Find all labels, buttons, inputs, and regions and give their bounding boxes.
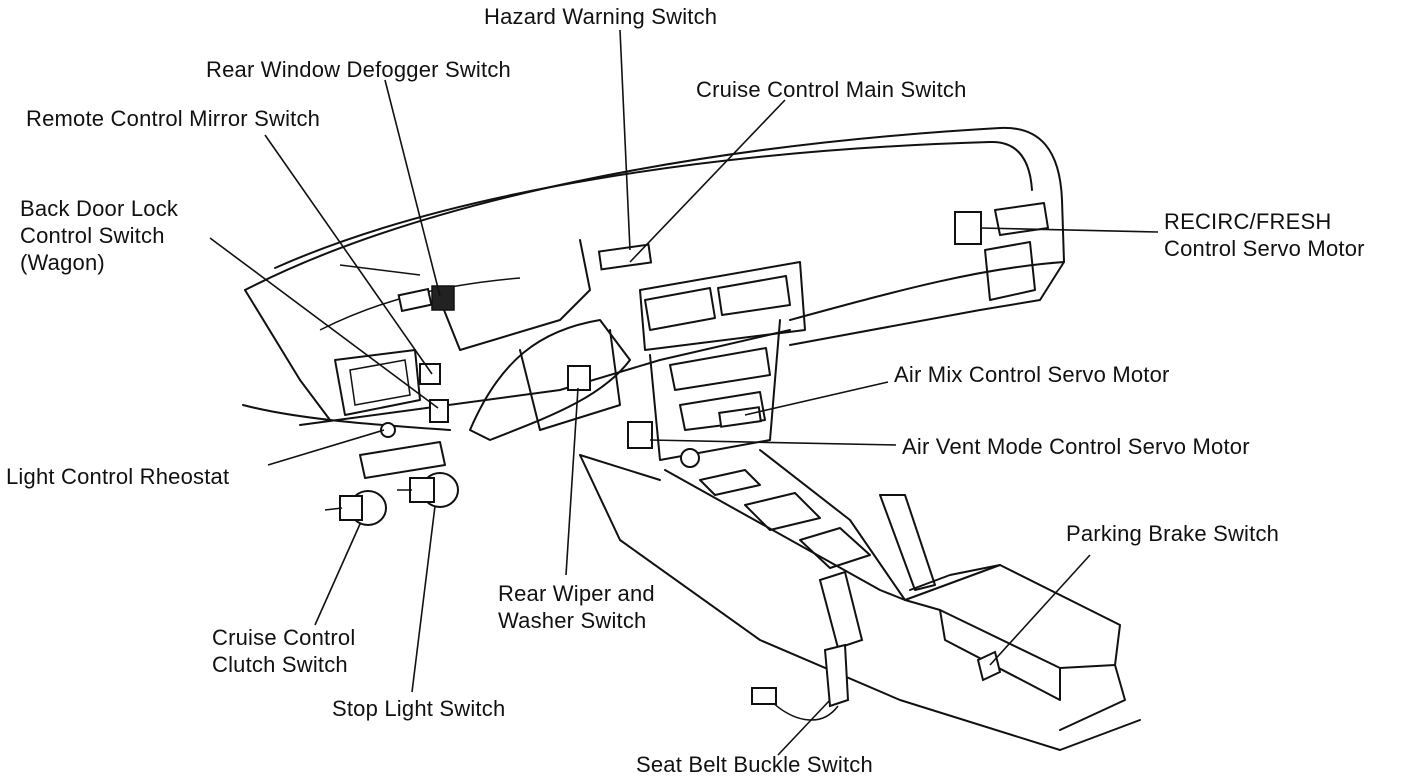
air-vent-servo-part bbox=[627, 421, 653, 449]
label-light-control-rheostat: Light Control Rheostat bbox=[6, 464, 230, 489]
mirror-switch-part bbox=[419, 363, 441, 385]
cruise-clutch-body bbox=[339, 495, 363, 521]
rear-wiper-switch-part bbox=[567, 365, 591, 391]
label-hazard-warning-switch: Hazard Warning Switch bbox=[484, 4, 718, 29]
label-air-vent-mode-control-servo-motor: Air Vent Mode Control Servo Motor bbox=[902, 434, 1250, 459]
recirc-servo-part bbox=[954, 211, 982, 245]
label-back-door-line-1: Back Door Lock bbox=[20, 196, 179, 221]
leader-air-mix bbox=[744, 381, 889, 416]
leader-rear-wiper bbox=[565, 387, 579, 576]
label-remote-control-mirror-switch: Remote Control Mirror Switch bbox=[26, 106, 321, 131]
switch-parts bbox=[324, 211, 1002, 721]
label-cruise-control-clutch-switch: Cruise Control Clutch Switch bbox=[212, 624, 355, 678]
seat-belt-buckle-part bbox=[818, 570, 864, 650]
label-cruise-clutch-line-1: Cruise Control bbox=[212, 625, 356, 650]
label-rear-wiper-washer-switch: Rear Wiper and Washer Switch bbox=[498, 580, 655, 634]
leader-rheostat bbox=[267, 429, 385, 466]
leader-mirror bbox=[264, 134, 433, 375]
leader-cruise-clutch bbox=[314, 523, 361, 626]
seat-belt-connector bbox=[751, 687, 777, 705]
label-cruise-control-main-switch: Cruise Control Main Switch bbox=[696, 77, 967, 102]
label-back-door-line-2: Control Switch bbox=[20, 223, 165, 248]
leader-lines bbox=[209, 29, 1159, 756]
label-cruise-clutch-line-2: Clutch Switch bbox=[212, 652, 348, 677]
hazard-switch-part bbox=[597, 243, 653, 271]
leader-cruise-main bbox=[629, 99, 786, 263]
label-recirc-fresh-servo-motor: RECIRC/FRESH Control Servo Motor bbox=[1164, 208, 1365, 262]
label-stop-light-switch: Stop Light Switch bbox=[332, 696, 506, 721]
label-air-mix-control-servo-motor: Air Mix Control Servo Motor bbox=[894, 362, 1170, 387]
leader-stop-light bbox=[411, 505, 436, 693]
defogger-switch-part bbox=[397, 287, 433, 313]
label-parking-brake-switch: Parking Brake Switch bbox=[1066, 521, 1280, 546]
leader-air-vent bbox=[649, 439, 897, 446]
label-back-door-lock-control-switch: Back Door Lock Control Switch (Wagon) bbox=[20, 195, 178, 276]
label-recirc-line-2: Control Servo Motor bbox=[1164, 236, 1365, 261]
defogger-switch-knob bbox=[431, 285, 455, 311]
label-rear-window-defogger-switch: Rear Window Defogger Switch bbox=[206, 57, 511, 82]
label-rear-wiper-line-1: Rear Wiper and bbox=[498, 581, 655, 606]
leader-parking-brake bbox=[989, 554, 1091, 666]
stop-light-body bbox=[409, 477, 435, 503]
label-back-door-line-3: (Wagon) bbox=[20, 250, 105, 275]
label-seat-belt-buckle-switch: Seat Belt Buckle Switch bbox=[636, 752, 873, 777]
vent-knob bbox=[680, 448, 700, 468]
label-recirc-line-1: RECIRC/FRESH bbox=[1164, 209, 1332, 234]
seat-belt-buckle-strap bbox=[823, 643, 850, 708]
leader-defogger bbox=[384, 79, 441, 297]
leader-back-door bbox=[209, 237, 439, 409]
label-rear-wiper-line-2: Washer Switch bbox=[498, 608, 647, 633]
air-mix-servo-part bbox=[718, 406, 762, 428]
leader-recirc bbox=[980, 227, 1159, 233]
parking-brake-switch-part bbox=[976, 650, 1002, 682]
rheostat-part bbox=[380, 422, 396, 438]
leader-hazard bbox=[619, 29, 631, 251]
leader-seat-belt bbox=[777, 699, 831, 756]
